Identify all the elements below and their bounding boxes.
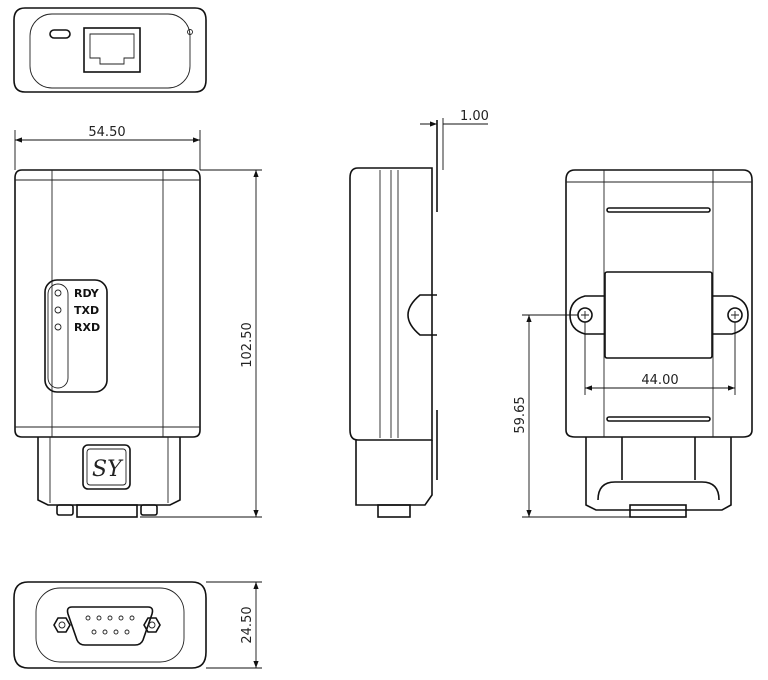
dimension-depth: 24.50 (206, 581, 262, 669)
sy-logo: SY (92, 457, 124, 482)
back-view: 44.00 59.65 (513, 169, 753, 518)
led-rxd (54, 323, 62, 331)
dimension-mount-spacing: 44.00 (584, 322, 736, 395)
mounting-plate (604, 271, 713, 359)
dimension-thickness-label: 1.00 (460, 109, 489, 124)
led-txd (54, 306, 62, 314)
hex-nut-icon (53, 617, 71, 633)
db9-port (66, 606, 154, 646)
hex-nut-icon (143, 617, 161, 633)
micro-usb-port (49, 29, 71, 39)
led-label-txd: TXD (74, 304, 99, 317)
dimension-width: 54.50 (14, 125, 201, 170)
top-view (13, 7, 207, 93)
dimension-thickness: 1.00 (420, 109, 489, 170)
dimension-mount-height-label: 59.65 (513, 396, 528, 433)
led-panel: RDY TXD RXD (44, 279, 108, 393)
dimension-height-label: 102.50 (240, 322, 255, 368)
indicator-dot (187, 29, 193, 35)
dimension-depth-label: 24.50 (240, 606, 255, 643)
dimension-mount-height: 59.65 (513, 314, 630, 518)
dimension-height: 102.50 (140, 169, 262, 518)
rj45-port (83, 27, 141, 73)
led-label-rdy: RDY (74, 287, 100, 300)
db9-pins (85, 615, 135, 635)
dimension-width-label: 54.50 (88, 125, 125, 140)
front-view: RDY TXD RXD SY 54.50 102.50 (14, 125, 262, 518)
vent-slot (606, 207, 711, 213)
led-rdy (54, 289, 62, 297)
obd-connector: SY (37, 437, 181, 518)
side-view: 1.00 (349, 109, 489, 518)
led-label-rxd: RXD (74, 321, 100, 334)
dimension-mount-spacing-label: 44.00 (641, 373, 678, 388)
bottom-view: 24.50 (13, 581, 262, 669)
vent-slot (606, 416, 711, 422)
